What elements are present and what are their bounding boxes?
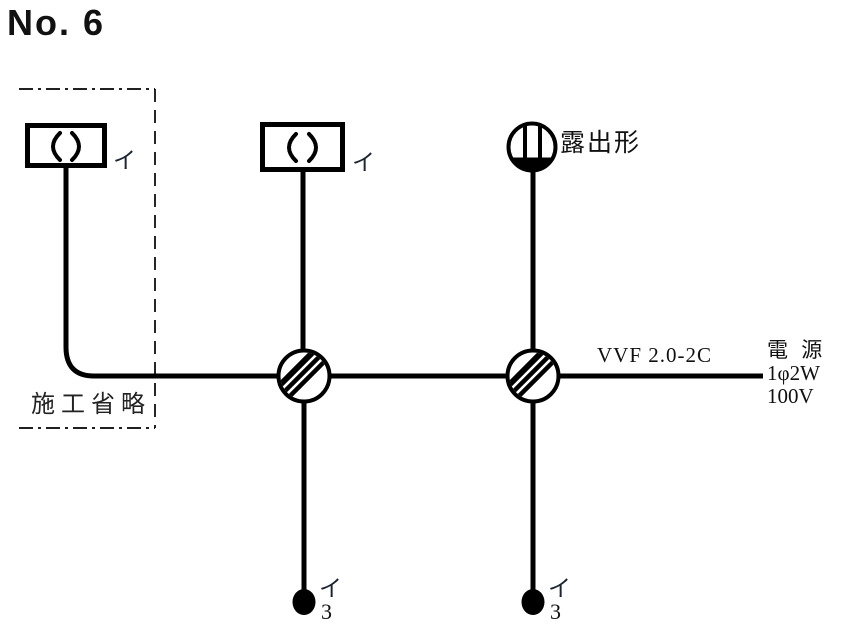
ceiling-light-2-label: イ [352, 150, 375, 175]
omission-area-border [19, 88, 156, 429]
junction-box-2-hatch [509, 352, 557, 400]
ceiling-light-1-label: イ [113, 148, 136, 173]
junction-box-1-symbol [276, 348, 332, 404]
switch-1-way-label: 3 [321, 599, 332, 624]
power-source-phase: 1φ2W [767, 361, 820, 385]
ceiling-light-2-box [260, 122, 345, 172]
junction-box-2-symbol [505, 348, 561, 404]
ceiling-light-1-paren-right [70, 131, 81, 162]
cable-spec-label: VVF 2.0-2C [597, 343, 713, 367]
junction-box-1-circle [276, 348, 332, 404]
ceiling-light-1-paren-left [51, 131, 62, 162]
power-source-voltage: 100V [767, 384, 814, 408]
ceiling-light-2-paren-right [307, 132, 318, 163]
ceiling-light-2-symbol [260, 122, 345, 172]
exposed-type-label: 露出形 [560, 130, 642, 157]
switch-1-symbol [292, 589, 316, 615]
junction-box-2-circle [505, 348, 561, 404]
ceiling-light-1-symbol [25, 123, 107, 168]
ceiling-light-1-box [25, 123, 107, 168]
wire-omitted-light-to-jb1 [63, 168, 304, 379]
junction-box-1-hatch [280, 352, 328, 400]
switch-2-circuit-label: イ [548, 576, 571, 601]
power-source-name: 電 源 [767, 338, 827, 362]
switch-2-symbol [521, 589, 545, 615]
switch-2-way-label: 3 [550, 599, 561, 624]
rosette-bottom-fill [510, 157, 554, 171]
rosette-symbol [506, 121, 558, 173]
switch-1-circuit-label: イ [319, 576, 342, 601]
page-title: No. 6 [7, 2, 106, 43]
wires [63, 168, 763, 592]
rosette-vertical-bars [523, 126, 542, 158]
omission-area-label: 施工省略 [31, 392, 151, 418]
ceiling-light-2-paren-left [287, 132, 298, 163]
